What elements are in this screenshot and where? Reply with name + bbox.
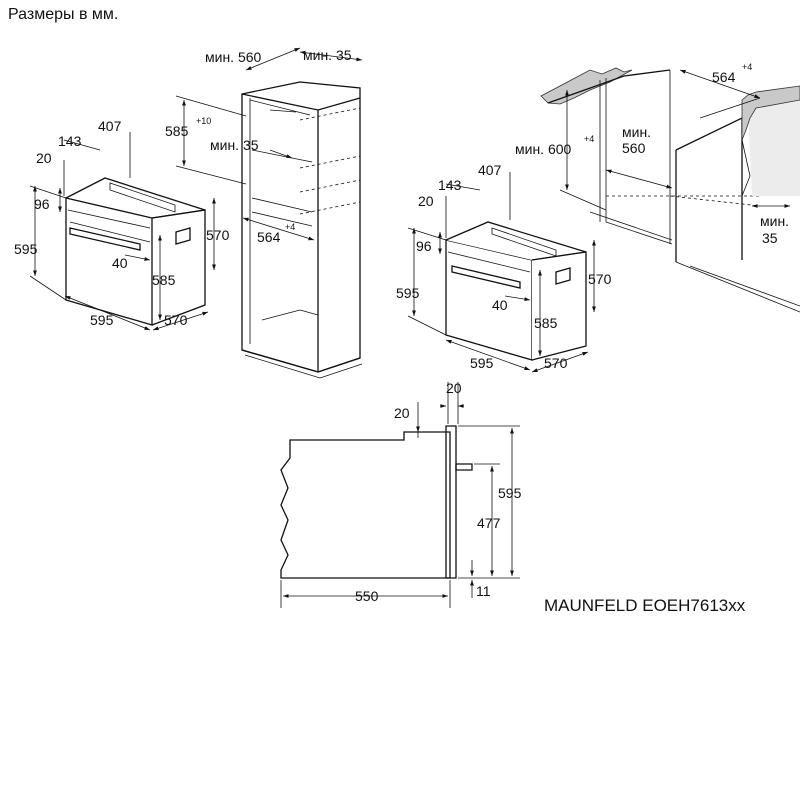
label-564-countertop: 564 xyxy=(712,69,736,85)
label-40-left: 40 xyxy=(112,255,128,271)
label-585-right: 585 xyxy=(534,315,558,331)
label-plus10-cabinet: +10 xyxy=(196,116,211,126)
label-595-right-height: 595 xyxy=(396,285,420,301)
label-595-right-width: 595 xyxy=(470,355,494,371)
countertop-dimension-lines xyxy=(559,69,790,211)
oven-left: 595 96 20 143 407 40 585 570 595 570 xyxy=(14,118,230,331)
label-40-right: 40 xyxy=(492,297,508,313)
oven-left-dimension-lines xyxy=(29,132,216,331)
label-plus4-countertop: +4 xyxy=(742,62,752,72)
label-20-side-left: 20 xyxy=(394,405,410,421)
label-564-cabinet: 564 xyxy=(257,229,281,245)
label-20-left: 20 xyxy=(36,150,52,166)
page-title: Размеры в мм. xyxy=(8,6,119,23)
label-min-countertop: мин. xyxy=(622,124,651,140)
oven-side-view xyxy=(280,425,473,579)
label-plus4-cabinet: +4 xyxy=(285,222,295,232)
oven-left-body xyxy=(65,177,206,326)
label-560-countertop: 560 xyxy=(622,140,646,156)
label-96-left: 96 xyxy=(34,196,50,212)
label-min-600-countertop: мин. 600 xyxy=(515,141,572,157)
label-595-left-height: 595 xyxy=(14,241,38,257)
label-570-right-height: 570 xyxy=(588,271,612,287)
label-plus4-countertop-height: +4 xyxy=(584,134,594,144)
tall-cabinet-dimension-lines xyxy=(175,47,363,241)
label-407-right: 407 xyxy=(478,162,502,178)
countertop-installation xyxy=(540,67,800,313)
label-min-560-cabinet: мин. 560 xyxy=(205,49,262,65)
label-570-right-depth: 570 xyxy=(544,355,568,371)
label-595-side: 595 xyxy=(498,485,522,501)
label-143-left: 143 xyxy=(58,133,82,149)
label-96-right: 96 xyxy=(416,238,432,254)
model-name: MAUNFELD EOEH7613xx xyxy=(544,596,746,615)
label-min-countertop-side: мин. xyxy=(760,213,789,229)
label-20-right: 20 xyxy=(418,193,434,209)
label-570-left-height: 570 xyxy=(206,227,230,243)
label-min-35-cabinet-top: мин. 35 xyxy=(303,47,352,63)
label-143-right: 143 xyxy=(438,177,462,193)
label-550-side: 550 xyxy=(355,588,379,604)
label-585-left: 585 xyxy=(152,272,176,288)
label-35-countertop: 35 xyxy=(762,230,778,246)
label-570-left-depth: 570 xyxy=(164,312,188,328)
label-477-side: 477 xyxy=(477,515,501,531)
label-595-left-width: 595 xyxy=(90,312,114,328)
oven-right xyxy=(445,221,587,361)
label-11-side: 11 xyxy=(476,583,491,599)
label-min-35-cabinet-mid: мин. 35 xyxy=(210,137,259,153)
label-407-left: 407 xyxy=(98,118,122,134)
label-585-cabinet: 585 xyxy=(165,123,189,139)
side-view-dimension-lines xyxy=(280,382,520,608)
oven-right-dimension-lines xyxy=(407,172,596,373)
label-20-side-top: 20 xyxy=(446,380,462,396)
